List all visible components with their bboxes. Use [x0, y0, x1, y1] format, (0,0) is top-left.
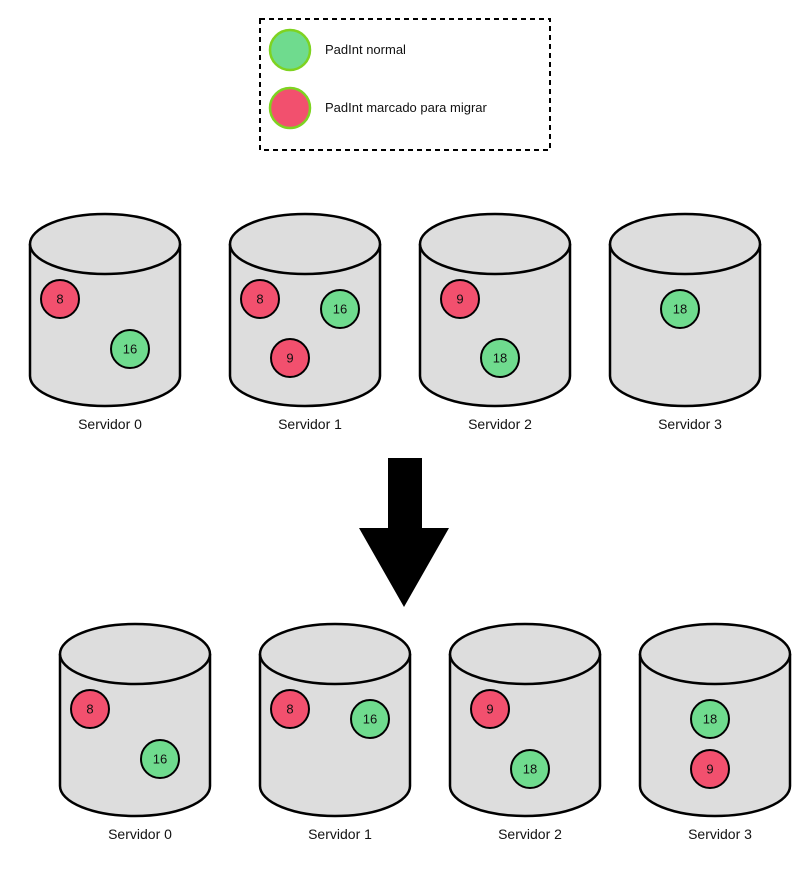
padint-node — [470, 689, 510, 729]
cylinder-top — [608, 212, 762, 276]
cylinder-top — [58, 622, 212, 686]
padint-value: 16 — [153, 752, 167, 767]
padint-value: 9 — [286, 351, 293, 366]
padint-node — [140, 739, 180, 779]
cylinder-top — [638, 622, 792, 686]
server-label: Servidor 3 — [688, 826, 752, 842]
server-before-2: 9 18 Servidor 2 — [418, 212, 572, 432]
padint-value: 8 — [286, 702, 293, 717]
padint-value: 18 — [673, 302, 687, 317]
padint-node — [70, 689, 110, 729]
padint-node — [510, 749, 550, 789]
server-after-1: 8 16 Servidor 1 — [258, 622, 412, 842]
down-arrow-icon — [359, 458, 449, 607]
cylinder-top — [258, 622, 412, 686]
padint-value: 16 — [123, 342, 137, 357]
padint-node — [690, 699, 730, 739]
server-label: Servidor 3 — [658, 416, 722, 432]
padint-value: 16 — [363, 712, 377, 727]
padint-value: 8 — [256, 292, 263, 307]
server-before-0: 8 16 Servidor 0 — [28, 212, 182, 432]
cylinder-top — [28, 212, 182, 276]
cylinder-top — [418, 212, 572, 276]
padint-node — [480, 338, 520, 378]
padint-node — [440, 279, 480, 319]
legend-normal-label: PadInt normal — [325, 42, 406, 57]
server-after-2: 9 18 Servidor 2 — [448, 622, 602, 842]
padint-value: 18 — [703, 712, 717, 727]
server-after-3: 18 9 Servidor 3 — [638, 622, 792, 842]
legend-normal-swatch — [268, 28, 312, 72]
server-label: Servidor 2 — [468, 416, 532, 432]
legend: PadInt normal PadInt marcado para migrar — [259, 18, 551, 151]
padint-value: 9 — [486, 702, 493, 717]
padint-value: 8 — [86, 702, 93, 717]
padint-value: 8 — [56, 292, 63, 307]
padint-value: 18 — [493, 351, 507, 366]
padint-node — [240, 279, 280, 319]
padint-value: 9 — [456, 292, 463, 307]
server-before-3: 18 Servidor 3 — [608, 212, 762, 432]
server-after-0: 8 16 Servidor 0 — [58, 622, 212, 842]
legend-marked-swatch — [268, 86, 312, 130]
server-label: Servidor 2 — [498, 826, 562, 842]
cylinder-top — [448, 622, 602, 686]
padint-value: 9 — [706, 762, 713, 777]
legend-marked-label: PadInt marcado para migrar — [325, 100, 488, 115]
padint-node — [40, 279, 80, 319]
padint-node — [350, 699, 390, 739]
padint-node — [320, 289, 360, 329]
padint-node — [110, 329, 150, 369]
server-label: Servidor 1 — [308, 826, 372, 842]
padint-node — [270, 338, 310, 378]
server-label: Servidor 0 — [78, 416, 142, 432]
padint-node — [270, 689, 310, 729]
before-row: 8 16 Servidor 0 8 16 9 Servidor 1 9 18 S… — [28, 212, 762, 432]
after-row: 8 16 Servidor 0 8 16 Servidor 1 9 18 Ser… — [58, 622, 792, 842]
padint-value: 16 — [333, 302, 347, 317]
padint-node — [690, 749, 730, 789]
server-label: Servidor 0 — [108, 826, 172, 842]
padint-node — [660, 289, 700, 329]
server-label: Servidor 1 — [278, 416, 342, 432]
server-before-1: 8 16 9 Servidor 1 — [228, 212, 382, 432]
cylinder-top — [228, 212, 382, 276]
padint-value: 18 — [523, 762, 537, 777]
